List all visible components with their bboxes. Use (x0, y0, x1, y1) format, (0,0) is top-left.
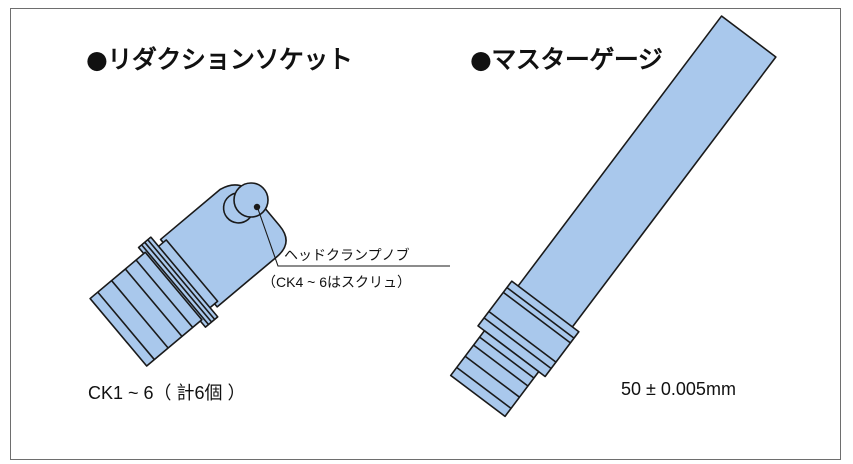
knob-highlight-ring (233, 182, 269, 218)
callout-leader-line (257, 208, 450, 267)
caption-gauge-tolerance: 50 ± 0.005mm (621, 379, 736, 399)
callout-knob-label: ヘッドクランプノブ (284, 247, 410, 263)
heading-reduction-socket: ●リダクションソケット (86, 45, 353, 74)
socket-body (89, 251, 203, 367)
caption-socket-range: CK1 ~ 6（ 計6個 ） (88, 383, 246, 403)
callout-knob-note: （CK4 ~ 6はスクリュ） (262, 274, 411, 290)
knob-center-dot (253, 203, 261, 211)
heading-master-gauge: ●マスターゲージ (470, 45, 663, 74)
master-gauge-drawing (449, 15, 777, 418)
gauge-shaft (516, 15, 777, 330)
